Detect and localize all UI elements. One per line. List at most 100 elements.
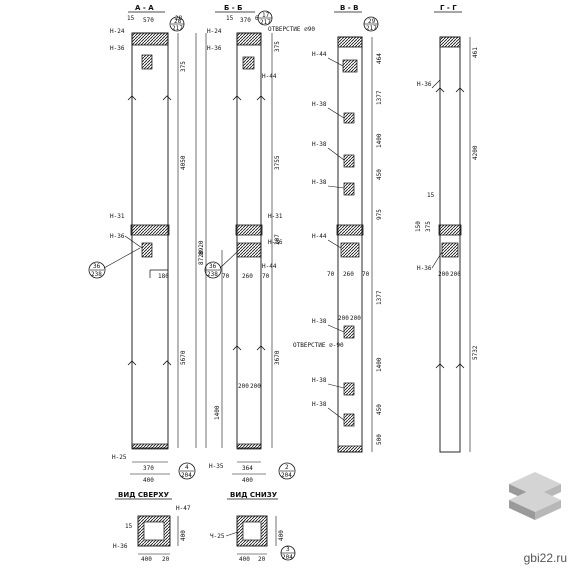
section-circle xyxy=(204,261,222,279)
section-circle xyxy=(88,261,106,279)
console xyxy=(336,224,364,236)
mark: 15 xyxy=(127,15,135,22)
dim: 500 xyxy=(376,434,383,445)
plate xyxy=(441,242,459,258)
label: Н-38 xyxy=(312,377,327,384)
dim: 1400 xyxy=(376,133,383,148)
plate xyxy=(340,242,360,258)
watermark: gbi22.ru xyxy=(523,551,567,565)
hole-label: ОТВЕРСТИЕ ⌀-90 xyxy=(293,342,344,349)
dim: 5670 xyxy=(180,350,187,365)
label: Н-24 xyxy=(110,28,125,35)
label: Н-36 xyxy=(417,81,432,88)
plate xyxy=(343,112,355,124)
dim: 375 xyxy=(274,41,281,52)
label: Н-36 xyxy=(110,233,125,240)
label: Н-44 xyxy=(262,73,277,80)
plate xyxy=(343,325,355,339)
circle-num: 36 xyxy=(93,263,101,270)
view-a-title: А - А xyxy=(135,4,154,12)
mark: 6 xyxy=(255,15,259,22)
circle-den: 204 xyxy=(282,554,293,561)
dim: 400 xyxy=(141,556,152,563)
dim: 200 xyxy=(238,383,249,390)
label: Н-38 xyxy=(312,179,327,186)
label: Н-44 xyxy=(312,51,327,58)
circle-den: 217 xyxy=(260,19,271,26)
label: Н-38 xyxy=(312,401,327,408)
dim: 464 xyxy=(376,53,383,64)
dim: 450 xyxy=(376,404,383,415)
circle-num: 4 xyxy=(185,464,189,471)
label: Н-38 xyxy=(312,101,327,108)
label: Н-38 xyxy=(312,141,327,148)
dim: 20 xyxy=(258,556,266,563)
dim: 1400 xyxy=(376,357,383,372)
dim: 207 xyxy=(274,234,281,245)
mark: 370 xyxy=(240,17,251,24)
bottom-view-title: ВИД СНИЗУ xyxy=(230,491,278,499)
dim: 15 xyxy=(125,523,133,530)
dim: 461 xyxy=(472,47,479,58)
label: Н-36 xyxy=(110,45,125,52)
view-g-title: Г - Г xyxy=(440,4,457,12)
mark: 15 xyxy=(226,15,234,22)
label: Н-47 xyxy=(176,505,191,512)
circle-num: 36 xyxy=(209,263,217,270)
dim: 400 xyxy=(278,530,285,541)
dim: 1377 xyxy=(376,290,383,305)
circle-den: 217 xyxy=(172,25,183,32)
label: Н-31 xyxy=(268,213,283,220)
circle-num: 2 xyxy=(285,464,289,471)
plate xyxy=(342,59,358,73)
top-view: ВИД СВЕРХУ Н-47 Н-36 400 20 400 15 xyxy=(113,491,191,563)
dim: 8720 xyxy=(198,250,205,265)
section-circle xyxy=(178,462,196,480)
circle-den: 238 xyxy=(91,271,102,278)
column-body xyxy=(131,32,169,449)
dim: 200 xyxy=(338,315,349,322)
label: Н-36 xyxy=(207,45,222,52)
hole-label: ОТВЕРСТИЕ ⌀90 xyxy=(268,26,315,33)
dim: 400 xyxy=(143,477,154,484)
circle-num: 3 xyxy=(286,546,290,553)
top-cap xyxy=(236,32,262,46)
circle-num: 17 xyxy=(262,12,270,19)
dim: 20 xyxy=(162,556,170,563)
plate xyxy=(343,182,355,196)
embedded-plate xyxy=(141,242,153,258)
dim: 1377 xyxy=(376,90,383,105)
dim: 975 xyxy=(376,209,383,220)
dim: 200 xyxy=(250,383,261,390)
dim: 260 xyxy=(343,271,354,278)
dim: 150 xyxy=(415,221,422,232)
top-view-title: ВИД СВЕРХУ xyxy=(118,491,170,499)
label: Н-25 xyxy=(112,454,127,461)
dim: 200 xyxy=(450,271,461,278)
dim: 450 xyxy=(376,169,383,180)
dim: 70 xyxy=(222,273,230,280)
dim: 400 xyxy=(242,477,253,484)
label: Н-35 xyxy=(209,463,224,470)
dim: 400 xyxy=(180,530,187,541)
plate xyxy=(343,154,355,168)
dim: 3755 xyxy=(274,155,281,170)
dim: 3670 xyxy=(274,350,281,365)
label: Ч-25 xyxy=(210,533,225,540)
view-b: Б - Б 15 370 6 17 217 Н-24 Н-36 Н-44 ОТВ… xyxy=(198,4,315,484)
top-cap xyxy=(337,36,363,48)
dim: 200 xyxy=(438,271,449,278)
label: Н-36 xyxy=(113,543,128,550)
mark: 570 xyxy=(143,17,154,24)
dim: 5732 xyxy=(472,345,479,360)
plate xyxy=(343,413,355,427)
section-circle xyxy=(278,462,296,480)
logo-icon xyxy=(509,472,561,520)
console xyxy=(130,224,170,236)
dim: 1400 xyxy=(214,405,221,420)
dim: 70 xyxy=(327,271,335,278)
embedded-plate xyxy=(141,54,153,70)
circle-den: 204 xyxy=(281,472,292,479)
